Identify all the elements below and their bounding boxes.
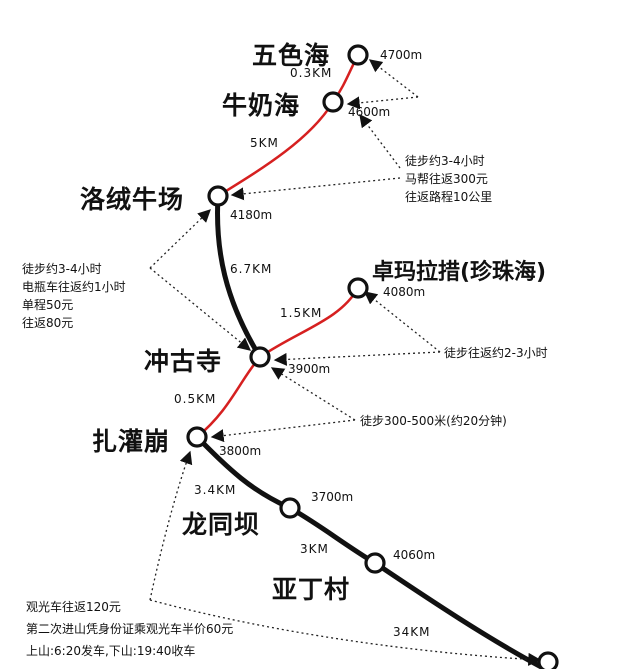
- note-line: 观光车往返120元: [26, 600, 121, 614]
- station-chonggu-marker[interactable]: [249, 346, 271, 368]
- note-line: 徒步约3-4小时: [22, 262, 102, 276]
- route-zhaguan-to-longtong: [195, 435, 292, 511]
- station-longtong-marker[interactable]: [279, 497, 301, 519]
- note-line: 电瓶车往返约1小时: [22, 280, 126, 294]
- note-line: 马帮往返300元: [405, 172, 488, 186]
- dist-longtong-yading: 3KM: [300, 542, 329, 556]
- note-zhaguan-walk: 徒步300-500米(约20分钟): [360, 414, 507, 428]
- place-luorong: 洛绒牛场: [80, 185, 185, 214]
- dotted-luorong-note-to-niunai: [359, 113, 401, 169]
- route-longtong-to-yading: [288, 505, 377, 566]
- station-end-marker[interactable]: [537, 651, 559, 669]
- dist-zhaguan-longtong: 3.4KM: [194, 483, 237, 497]
- elev-zhuoma: 4080m: [383, 285, 426, 299]
- dist-niunai-luorong: 5KM: [250, 136, 279, 150]
- note-line: 单程50元: [22, 298, 74, 312]
- station-zhaguan-marker[interactable]: [186, 426, 208, 448]
- dotted-bus-to-end: [149, 599, 542, 666]
- note-bus: 观光车往返120元 第二次进山凭身份证乘观光车半价60元 上山:6:20发车,下…: [26, 596, 233, 662]
- dotted-zhuoma-note-to-chonggu: [273, 351, 441, 366]
- place-niunai: 牛奶海: [222, 91, 301, 120]
- route-luorong-to-chonggu: [215, 195, 263, 359]
- route-yading-to-end: [373, 560, 547, 669]
- place-zhuoma: 卓玛拉措(珍珠海): [372, 260, 547, 285]
- dotted-to-wuse: [368, 59, 419, 98]
- dotted-chonggu-note-to-luorong: [149, 209, 211, 269]
- dotted-zhuoma-note-to-zhuoma: [363, 291, 441, 353]
- elev-niunai: 4600m: [348, 105, 391, 119]
- place-wuse: 五色海: [252, 41, 331, 70]
- note-line: 上山:6:20发车,下山:19:40收车: [26, 644, 196, 658]
- note-luorong-niunai: 徒步约3-4小时 马帮往返300元 往返路程10公里: [405, 152, 492, 206]
- elev-zhaguan: 3800m: [219, 444, 262, 458]
- note-zhuoma-hike: 徒步往返约2-3小时: [444, 346, 548, 360]
- place-chonggu: 冲古寺: [144, 347, 223, 376]
- note-chonggu-luorong: 徒步约3-4小时 电瓶车往返约1小时 单程50元 往返80元: [22, 260, 126, 332]
- dist-luorong-chonggu: 6.7KM: [230, 262, 273, 276]
- place-zhaguan: 扎灌崩: [92, 427, 171, 456]
- dist-chonggu-zhuoma: 1.5KM: [280, 306, 323, 320]
- route-luorong-to-niunai: [217, 101, 335, 198]
- station-zhuoma-marker[interactable]: [347, 277, 369, 299]
- place-yading: 亚丁村: [272, 575, 351, 604]
- station-wuse-marker[interactable]: [347, 44, 369, 66]
- elev-longtong: 3700m: [311, 490, 354, 504]
- place-longtong: 龙同坝: [182, 510, 261, 539]
- note-line: 徒步约3-4小时: [405, 154, 485, 168]
- dist-yading-end: 34KM: [393, 625, 431, 639]
- station-yading-marker[interactable]: [364, 552, 386, 574]
- note-line: 第二次进山凭身份证乘观光车半价60元: [26, 622, 234, 636]
- dotted-luorong-note-to-luorong: [230, 177, 401, 201]
- dist-wuse-niunai: 0.3KM: [290, 66, 333, 80]
- elev-luorong: 4180m: [230, 208, 273, 222]
- note-line: 往返路程10公里: [405, 190, 493, 204]
- route-chonggu-to-zhuoma: [259, 287, 360, 359]
- note-line: 往返80元: [22, 316, 74, 330]
- dist-zhaguan-chonggu: 0.5KM: [174, 392, 217, 406]
- elev-wuse: 4700m: [380, 48, 423, 62]
- elev-chonggu: 3900m: [288, 362, 331, 376]
- dotted-zhaguan-note-to-zhaguan: [210, 419, 356, 443]
- station-luorong-marker[interactable]: [207, 185, 229, 207]
- dotted-chonggu-note-to-chonggu: [149, 267, 252, 351]
- elev-yading: 4060m: [393, 548, 436, 562]
- dotted-zhaguan-note-to-chonggu: [270, 367, 356, 421]
- station-niunai-marker[interactable]: [322, 91, 344, 113]
- dotted-to-niunai: [346, 96, 419, 110]
